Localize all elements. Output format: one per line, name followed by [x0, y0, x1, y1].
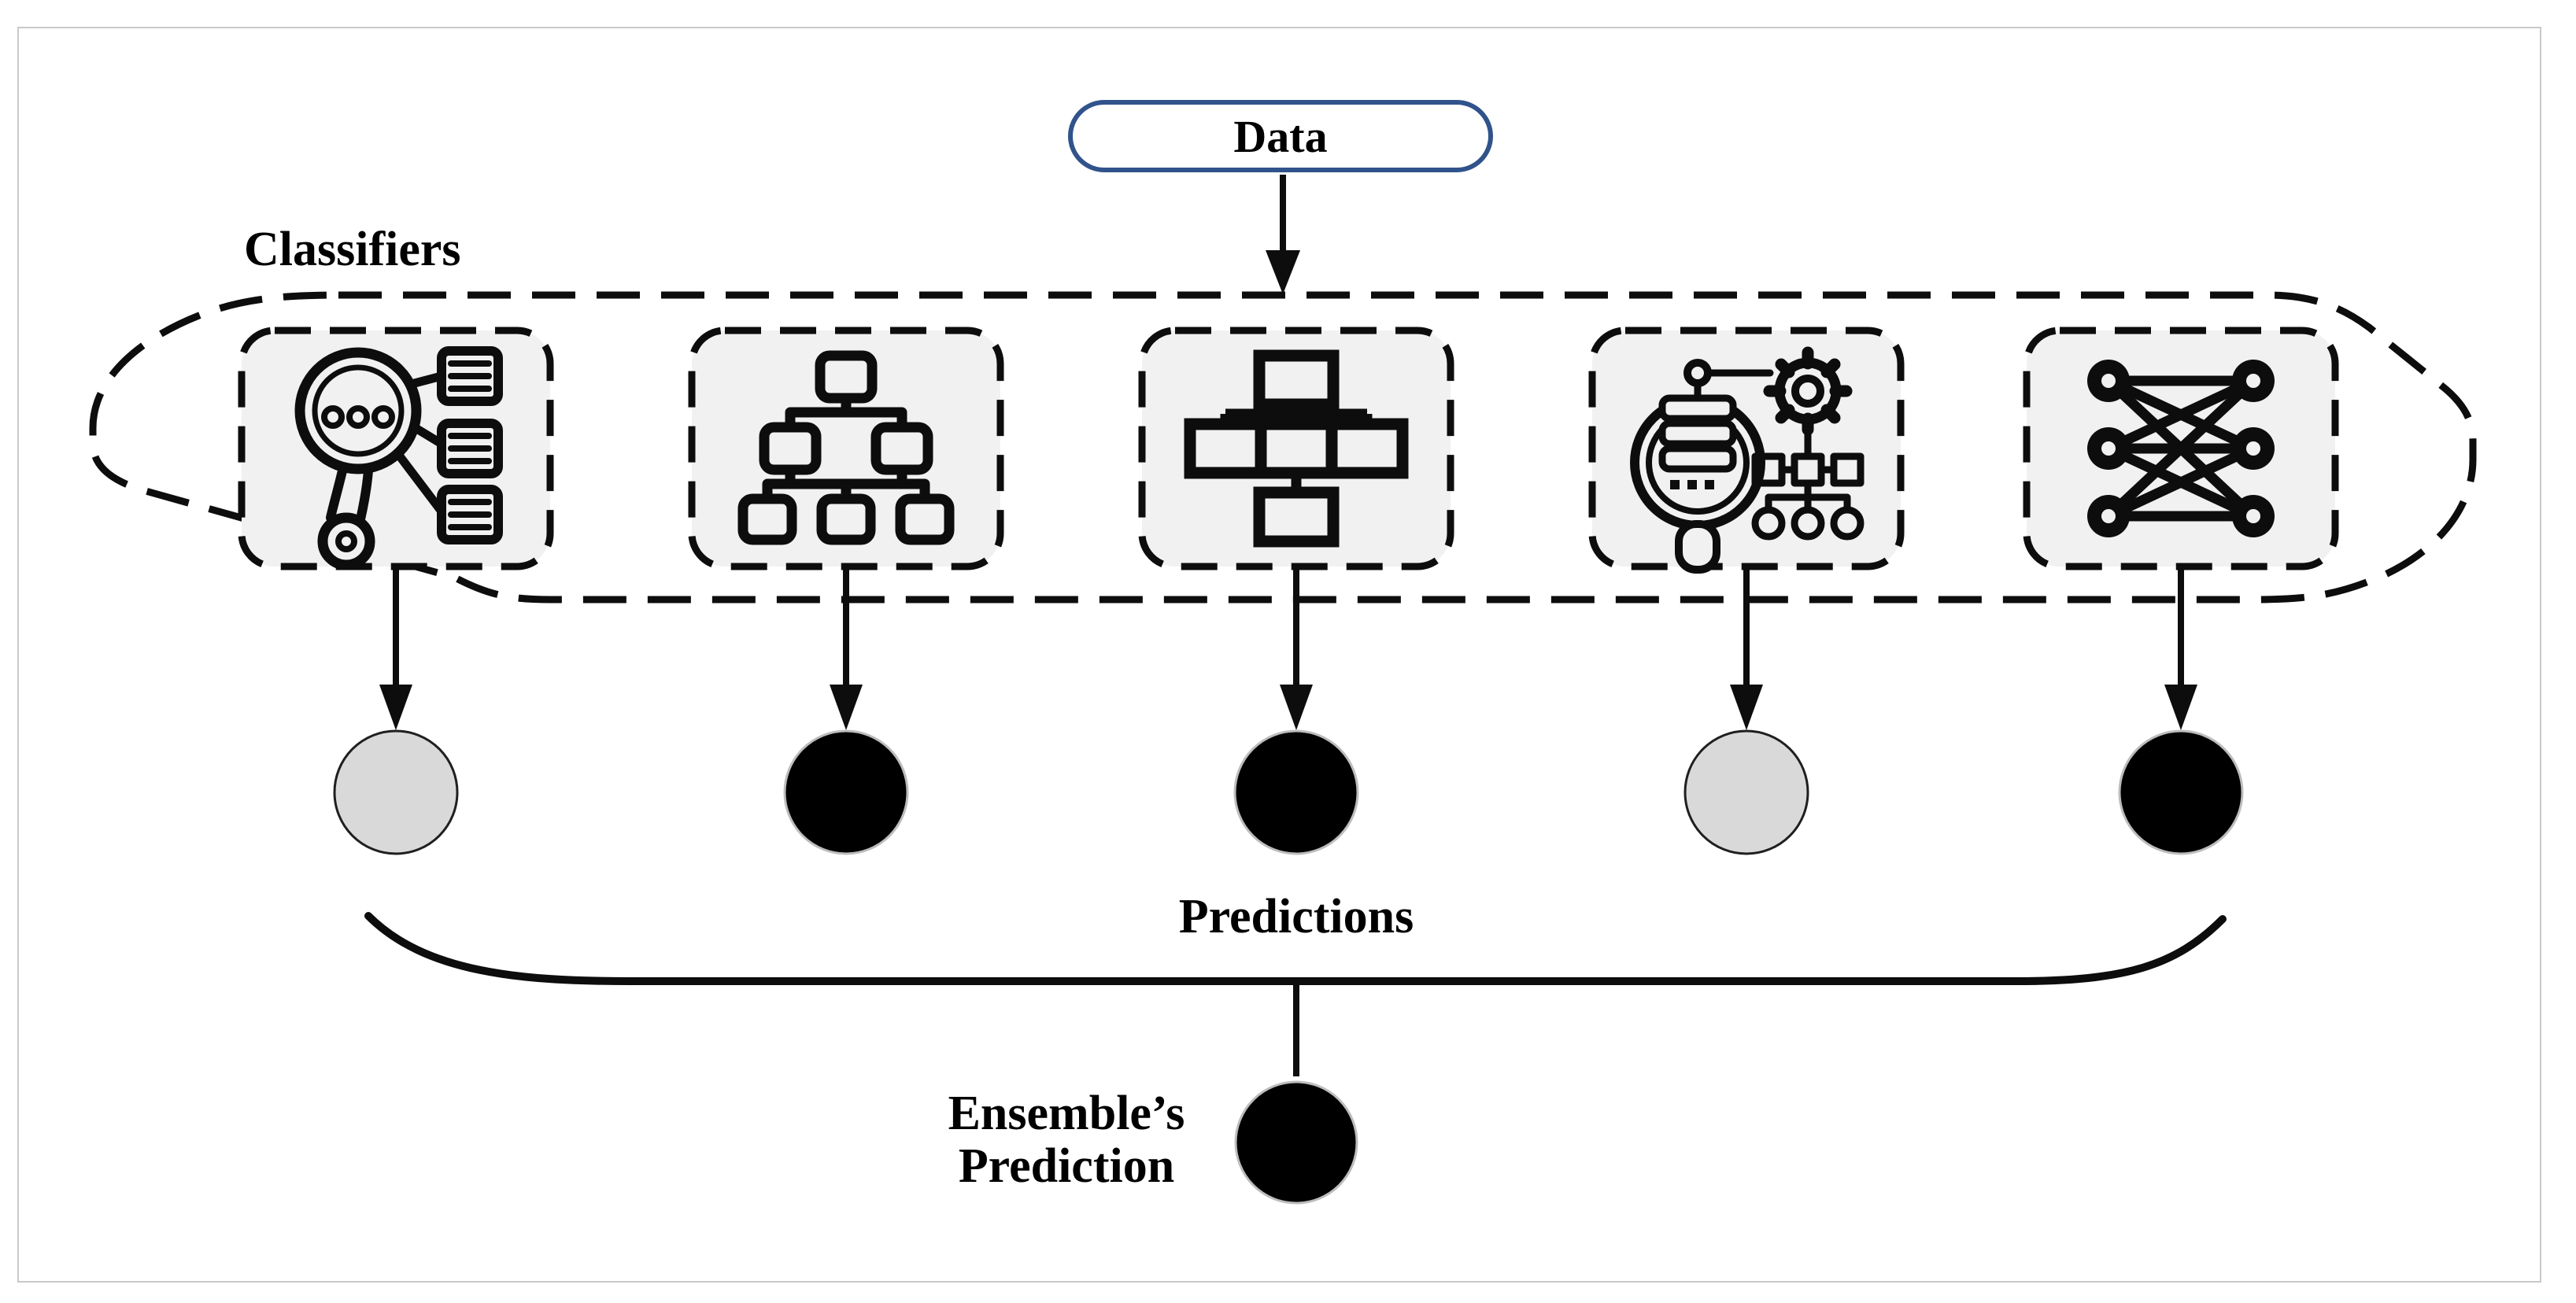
figure-frame [17, 27, 2541, 1283]
prediction-arrows [379, 570, 2197, 730]
decision-tree-icon [737, 350, 955, 545]
search-magnifier-list-icon [294, 346, 503, 570]
prediction-circle-5 [2118, 729, 2244, 855]
gear-icon [1763, 346, 1853, 436]
prediction-circle-1 [333, 729, 459, 855]
prediction-circle-4 [1683, 729, 1809, 855]
classifier-boxes [238, 327, 2339, 570]
classifier-box-2 [688, 327, 1004, 570]
classifiers-label: Classifiers [244, 223, 461, 276]
gathering-brace [364, 912, 2227, 1076]
data-node-label: Data [1233, 110, 1328, 162]
ensemble-prediction-label: Ensemble’s Prediction [862, 1087, 1271, 1193]
prediction-circles [333, 729, 2244, 855]
data-node: Data [1068, 100, 1493, 172]
ensemble-prediction-circle [1234, 1080, 1358, 1205]
ensemble-label-line1: Ensemble’s [948, 1087, 1185, 1140]
prediction-circle-2 [783, 729, 909, 855]
classifier-box-3 [1138, 327, 1454, 570]
data-arrow [1266, 175, 1300, 294]
flowchart-icon [1184, 349, 1409, 548]
classifiers-container-outline [89, 291, 2477, 604]
ensemble-label-line2: Prediction [958, 1139, 1175, 1193]
automl-gear-icon [1630, 346, 1865, 574]
prediction-circle-3 [1233, 729, 1359, 855]
predictions-label: Predictions [1178, 890, 1414, 943]
neural-network-icon [2087, 360, 2275, 537]
